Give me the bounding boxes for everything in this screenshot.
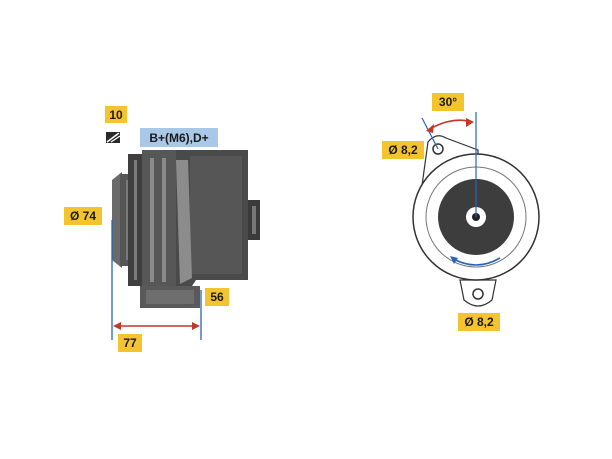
svg-text:B+(M6),D+: B+(M6),D+ xyxy=(149,131,208,145)
label-hole-lower: Ø 8,2 xyxy=(458,313,500,331)
front-view: 30° Ø 8,2 Ø 8,2 xyxy=(382,93,540,331)
front-housing xyxy=(128,150,178,290)
dimension-arrow-left xyxy=(113,322,121,330)
label-code: 10 xyxy=(105,106,127,123)
main-body xyxy=(176,150,260,292)
svg-text:56: 56 xyxy=(210,290,224,304)
label-terminals: B+(M6),D+ xyxy=(140,128,218,147)
label-mount-depth: 56 xyxy=(205,288,229,306)
svg-text:Ø 74: Ø 74 xyxy=(70,209,96,223)
dimension-lines xyxy=(111,220,202,340)
svg-text:30°: 30° xyxy=(439,95,457,109)
svg-text:10: 10 xyxy=(109,108,123,122)
mounting-foot xyxy=(140,286,200,308)
label-hole-upper: Ø 8,2 xyxy=(382,141,424,159)
angle-arc-arrow-right xyxy=(466,118,474,127)
ground-symbol-icon xyxy=(106,132,121,143)
label-overall-length: 77 xyxy=(118,334,142,352)
dimension-arrow-right xyxy=(192,322,200,330)
label-angle: 30° xyxy=(432,93,464,111)
angle-arc-arrow-left xyxy=(426,124,434,133)
side-view: 10 B+(M6),D+ Ø 74 56 77 xyxy=(64,106,260,352)
angle-construction xyxy=(421,112,477,217)
rotation-arrow-head xyxy=(450,256,458,264)
svg-text:77: 77 xyxy=(123,336,137,350)
mounting-hole-lower xyxy=(472,288,484,300)
svg-text:Ø 8,2: Ø 8,2 xyxy=(464,315,494,329)
label-pulley-diameter: Ø 74 xyxy=(64,207,102,225)
angle-arc xyxy=(427,119,473,131)
svg-text:Ø 8,2: Ø 8,2 xyxy=(388,143,418,157)
